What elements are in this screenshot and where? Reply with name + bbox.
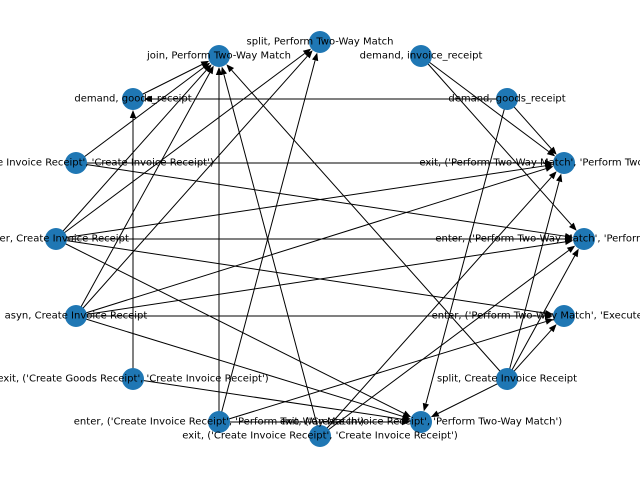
edge-n16-n7 bbox=[319, 176, 552, 437]
arrowhead-n16-n9 bbox=[566, 245, 576, 253]
graph-node-n11 bbox=[553, 305, 575, 327]
node-label-n11: enter, ('Perform Two-Way Match', 'Execut… bbox=[432, 311, 640, 322]
arrowhead-n5-n15 bbox=[422, 402, 429, 412]
node-label-n16: exit, ('Create Invoice Receipt', 'Create… bbox=[182, 431, 458, 442]
arrowhead-n8-n2 bbox=[203, 64, 212, 73]
arrowhead-n10-n7 bbox=[544, 165, 554, 172]
edge-n6-n2 bbox=[75, 66, 205, 164]
edge-n13-n2 bbox=[231, 69, 508, 380]
edge-n13-n9 bbox=[506, 255, 576, 380]
edge-n5-n7 bbox=[506, 98, 552, 150]
arrowhead-n5-n4 bbox=[144, 95, 152, 103]
node-label-n14: enter, ('Create Invoice Receipt', 'Perfo… bbox=[74, 417, 365, 428]
node-label-n6: exit, ('Create Invoice Receipt', 'Create… bbox=[0, 158, 214, 169]
arrowhead-n13-n9 bbox=[572, 248, 579, 258]
node-label-n12: exit, ('Create Goods Receipt', 'Create I… bbox=[0, 374, 269, 385]
arrowhead-n6-n2 bbox=[201, 62, 211, 70]
edge-n8-n7 bbox=[55, 165, 546, 240]
edge-n14-n1 bbox=[218, 60, 316, 423]
edge-n13-n15 bbox=[437, 378, 508, 414]
arrowhead-n5-n7 bbox=[548, 146, 557, 155]
edge-n16-n9 bbox=[319, 249, 570, 437]
node-label-n8: enter, Create Invoice Receipt bbox=[0, 234, 129, 245]
arrowhead-n10-n9 bbox=[564, 238, 574, 246]
edge-n8-n15 bbox=[55, 238, 405, 414]
graph-node-n7 bbox=[553, 152, 575, 174]
arrowhead-n3-n9 bbox=[568, 222, 577, 231]
node-label-n9: enter, ('Perform Two-Way Match', 'Perfor… bbox=[435, 234, 640, 245]
graph-node-n10 bbox=[65, 305, 87, 327]
node-label-n13: split, Create Invoice Receipt bbox=[437, 374, 577, 385]
arrowhead-n10-n1 bbox=[304, 50, 313, 59]
node-label-n10: asyn, Create Invoice Receipt bbox=[5, 311, 148, 322]
graph-node-n6 bbox=[65, 152, 87, 174]
arrowhead-n10-n11 bbox=[545, 312, 553, 320]
arrowhead-n14-n11 bbox=[544, 318, 554, 325]
edges-layer bbox=[55, 48, 579, 437]
graph-node-n1 bbox=[309, 31, 331, 53]
edge-n10-n9 bbox=[75, 241, 566, 317]
graph-node-n5 bbox=[496, 88, 518, 110]
edge-n5-n15 bbox=[425, 98, 508, 404]
arrowhead-n13-n15 bbox=[430, 410, 440, 418]
graph-node-n9 bbox=[573, 228, 595, 250]
arrowhead-n13-n2 bbox=[226, 64, 235, 73]
edge-n13-n7 bbox=[506, 181, 560, 380]
edge-n3-n7 bbox=[420, 55, 550, 153]
edge-n14-n11 bbox=[218, 321, 546, 423]
node-label-n15: exit, ('Create Invoice Receipt', 'Perfor… bbox=[280, 417, 562, 428]
edge-n10-n2 bbox=[75, 72, 211, 317]
node-label-n1: split, Perform Two-Way Match bbox=[247, 37, 394, 48]
edge-n8-n2 bbox=[55, 69, 207, 240]
edge-n12-n15 bbox=[132, 378, 403, 420]
arrowhead-n13-n11 bbox=[548, 324, 557, 333]
arrowhead-n14-n15 bbox=[402, 418, 410, 426]
edge-n10-n7 bbox=[75, 168, 547, 317]
nodes-layer bbox=[45, 31, 595, 447]
graph-node-n2 bbox=[208, 45, 230, 67]
edge-n10-n15 bbox=[75, 315, 403, 417]
graph-node-n12 bbox=[122, 368, 144, 390]
arrowhead-n13-n7 bbox=[556, 173, 563, 183]
edge-n10-n1 bbox=[75, 55, 308, 317]
edge-n16-n2 bbox=[223, 74, 321, 437]
graph-node-n16 bbox=[309, 425, 331, 447]
node-label-n7: exit, ('Perform Two-Way Match', 'Perform… bbox=[419, 158, 640, 169]
node-label-n3: demand, invoice_receipt bbox=[360, 51, 483, 62]
graph-node-n15 bbox=[410, 411, 432, 433]
node-label-n2: join, Perform Two-Way Match bbox=[146, 51, 291, 62]
edge-n8-n1 bbox=[55, 52, 306, 240]
arrowhead-n8-n1 bbox=[302, 48, 312, 56]
graph-node-n14 bbox=[208, 411, 230, 433]
node-label-n4: demand, goods_receipt bbox=[74, 94, 191, 105]
edge-n8-n11 bbox=[55, 238, 546, 314]
arrowhead-n16-n2 bbox=[220, 66, 227, 76]
node-label-n5: demand, goods_receipt bbox=[448, 94, 565, 105]
arrowhead-n10-n2 bbox=[207, 65, 214, 75]
labels-layer: split, Perform Two-Way Match join, Perfor… bbox=[0, 37, 640, 442]
graph-node-n4 bbox=[122, 88, 144, 110]
graph-node-n3 bbox=[410, 45, 432, 67]
arrowhead-n14-n1 bbox=[312, 52, 319, 62]
graph-node-n8 bbox=[45, 228, 67, 250]
arrowhead-n12-n4 bbox=[129, 110, 137, 118]
graph-node-n13 bbox=[496, 368, 518, 390]
arrowhead-n14-n2 bbox=[215, 67, 223, 75]
edge-n4-n2 bbox=[132, 64, 203, 100]
arrowhead-n3-n7 bbox=[546, 149, 556, 157]
arrowhead-n16-n7 bbox=[548, 171, 557, 180]
